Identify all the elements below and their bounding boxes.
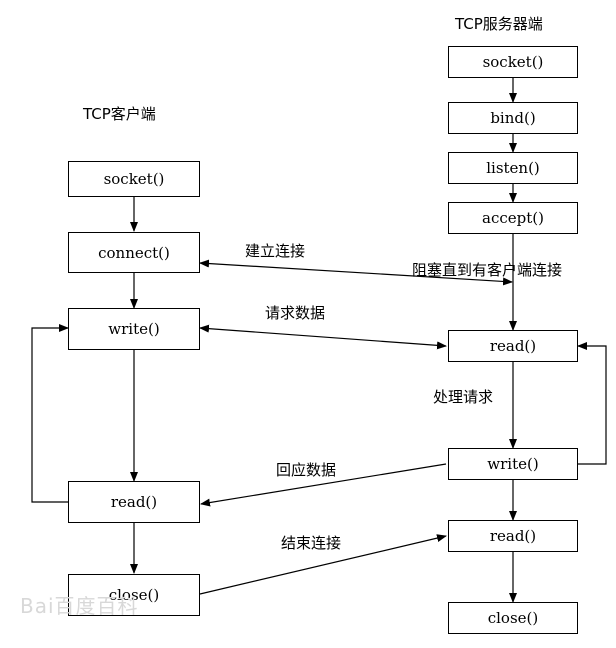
server-write-box: write(): [448, 448, 578, 480]
connect-arrow: [199, 259, 513, 286]
label-connect: 建立连接: [245, 242, 306, 260]
server-listen-box: listen(): [448, 152, 578, 184]
label-process: 处理请求: [433, 388, 494, 406]
client-loop-arrow: [31, 324, 69, 503]
client-connect-box: connect(): [68, 232, 200, 273]
client-close-box: close(): [68, 574, 200, 616]
server-read-box: read(): [448, 330, 578, 362]
server-accept-box: accept(): [448, 202, 578, 234]
end-arrow: [199, 534, 447, 595]
label-respond: 回应数据: [276, 461, 337, 479]
watermark-logo: Bai百度百科: [20, 594, 139, 618]
server-socket-box: socket(): [448, 46, 578, 78]
client-title: TCP客户端: [83, 105, 156, 123]
server-bind-box: bind(): [448, 102, 578, 134]
label-request: 请求数据: [265, 304, 326, 322]
server-title: TCP服务器端: [455, 15, 543, 33]
label-end: 结束连接: [281, 534, 342, 552]
request-arrow: [199, 324, 447, 350]
server-read2-box: read(): [448, 520, 578, 552]
server-loop-arrow: [577, 342, 607, 465]
label-block: 阻塞直到有客户端连接: [412, 261, 563, 279]
client-socket-box: socket(): [68, 161, 200, 197]
client-read-box: read(): [68, 481, 200, 523]
server-close-box: close(): [448, 602, 578, 634]
client-write-box: write(): [68, 308, 200, 350]
respond-arrow: [200, 463, 447, 507]
